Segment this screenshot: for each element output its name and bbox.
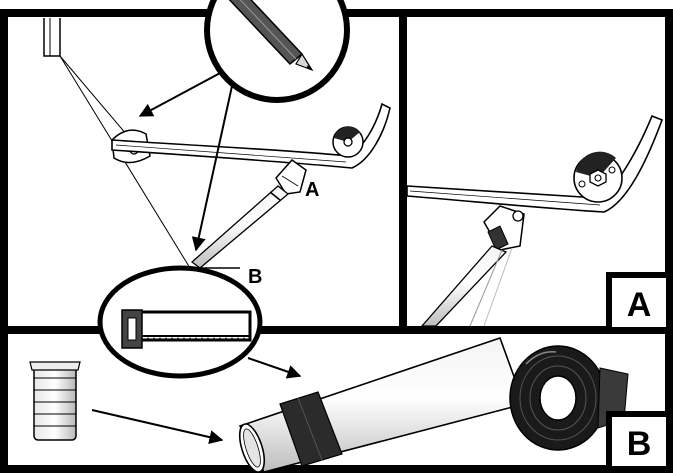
arrow-to-cut	[191, 85, 233, 252]
panel-a-label: A	[627, 286, 652, 324]
closeup-pulley-pin-2	[578, 180, 586, 188]
closeup-hinge-clamp	[487, 225, 509, 251]
panel-bottom-frame	[0, 326, 673, 473]
closeup-strut-ghost-2	[483, 247, 513, 327]
panel-bottom-drawing: B	[29, 336, 672, 473]
right-pulley-bolt	[343, 137, 353, 147]
arrow-to-pivot	[138, 71, 223, 117]
main-bar-highlight	[115, 144, 347, 163]
saw-magnifier-ellipse	[97, 265, 263, 379]
tube-section	[238, 336, 526, 473]
hinge-block-a-detail	[281, 175, 299, 187]
panel-a-label-box	[606, 272, 672, 333]
cut-callout-label: B	[248, 266, 262, 288]
closeup-strut-ghost	[469, 249, 503, 327]
wall-bracket	[43, 18, 61, 57]
hinge-callout-label: A	[305, 179, 319, 201]
panel-top-left-drawing: A B	[43, 18, 391, 288]
saw-magnifier	[97, 265, 263, 379]
panel-b-label-box	[606, 411, 672, 472]
strut-band	[269, 191, 281, 201]
pencil-magnifier	[204, 0, 350, 103]
closeup-pulley-shade	[576, 151, 616, 178]
closeup-pulley-pin	[608, 166, 616, 174]
closeup-pulley-bolt	[594, 174, 602, 182]
closeup-hinge-bolt	[512, 210, 524, 222]
panel-top-right-drawing: A	[406, 114, 672, 333]
arrow-saw-to-tube	[247, 357, 302, 379]
panel-b-label: B	[627, 425, 652, 463]
closeup-bar-highlight	[409, 190, 601, 206]
hacksaw-icon	[121, 309, 252, 349]
right-pulley-shade	[334, 126, 360, 142]
main-bar-outline	[111, 102, 391, 169]
tape-band-on-tube	[279, 391, 343, 467]
ribbed-end-cap-icon	[29, 361, 81, 441]
pencil-icon	[228, 0, 314, 72]
closeup-bar	[406, 114, 664, 213]
arrow-cap-to-tube	[91, 409, 224, 444]
closeup-strut	[420, 245, 508, 327]
